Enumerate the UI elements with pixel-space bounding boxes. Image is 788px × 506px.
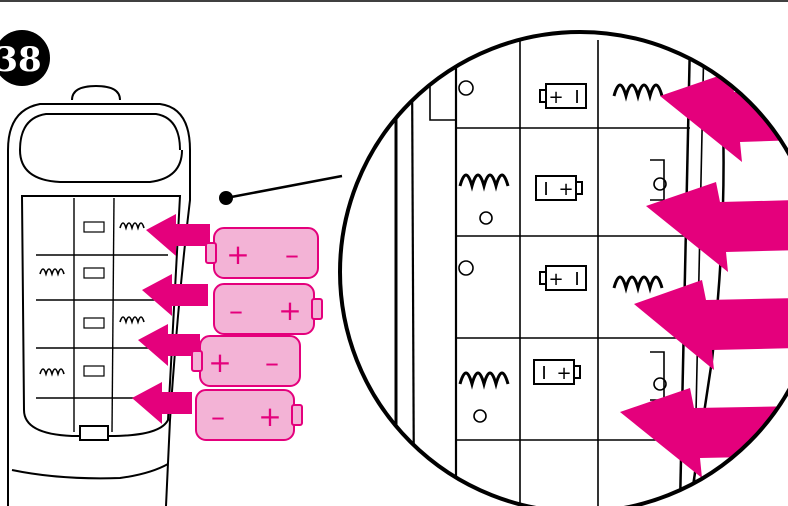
slot-marking-1: + I	[540, 84, 586, 108]
step-number: 38	[0, 40, 42, 80]
battery-1: + –	[206, 228, 318, 278]
slot-marking-3: + I	[540, 266, 586, 290]
battery-3: + –	[192, 336, 300, 386]
slot-1-right: I	[574, 87, 579, 108]
battery-2-right-sign: +	[278, 294, 301, 327]
slot-3-right: I	[574, 269, 579, 290]
battery-4-right-sign: +	[258, 400, 281, 433]
slot-3-left: +	[548, 269, 563, 290]
battery-3-right-sign: –	[265, 346, 279, 379]
slot-4-right: +	[556, 363, 571, 384]
battery-1-left-sign: +	[226, 238, 249, 271]
battery-2: – +	[214, 284, 322, 334]
step-badge: 38	[0, 30, 50, 86]
slot-2-right: +	[558, 179, 573, 200]
battery-4: – +	[196, 390, 302, 440]
battery-1-right-sign: –	[285, 238, 299, 271]
slot-4-left: I	[541, 363, 546, 384]
slot-1-left: +	[548, 87, 563, 108]
battery-3-left-sign: +	[208, 346, 231, 379]
zoom-detail: + I I + + I I +	[340, 32, 788, 506]
battery-4-left-sign: –	[211, 400, 225, 433]
battery-2-left-sign: –	[229, 294, 243, 327]
slot-marking-4: I +	[534, 360, 580, 384]
callout-pointer-icon	[219, 176, 342, 205]
slot-2-left: I	[543, 179, 548, 200]
slot-marking-2: I +	[536, 176, 582, 200]
